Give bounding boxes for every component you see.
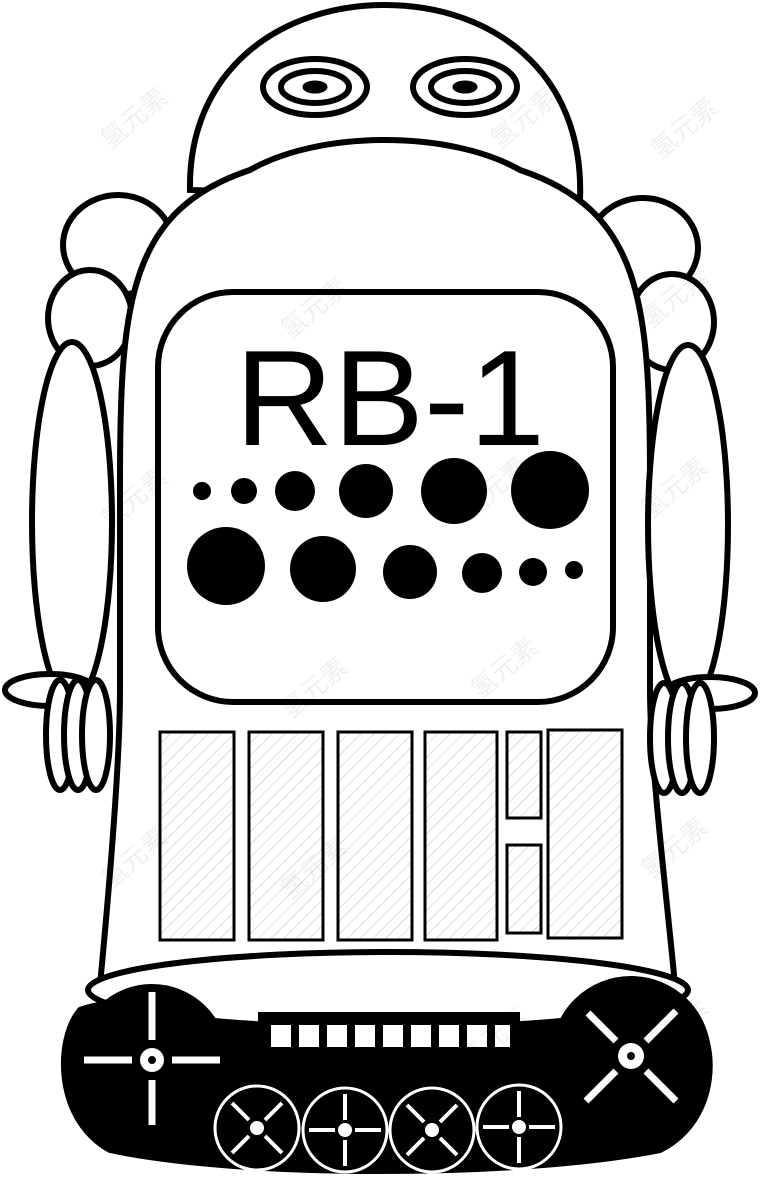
eye-left [260, 56, 370, 118]
wheel-small-2 [301, 1086, 389, 1174]
slot-panel-icon [336, 730, 414, 942]
robot-label: RB-1 [235, 322, 545, 474]
slot-panel-icon [505, 843, 543, 935]
indicator-dots-top [193, 451, 589, 529]
eye-right [410, 56, 520, 118]
arm-right [645, 342, 758, 796]
wheel-small-1 [213, 1084, 301, 1172]
svg-text:氢元素: 氢元素 [645, 92, 724, 165]
vent-bar [258, 1012, 520, 1058]
wheel-large-left [76, 984, 228, 1136]
slot-panel-icon [505, 730, 543, 820]
wheel-large-right [551, 976, 711, 1136]
wheel-small-4 [475, 1083, 563, 1171]
arm-left [2, 339, 115, 793]
slot-panel-icon [158, 730, 236, 942]
slot-panel-icon [423, 730, 499, 942]
svg-text:氢元素: 氢元素 [95, 82, 174, 155]
slot-panel-icon [546, 728, 624, 940]
slot-panels [158, 728, 624, 942]
indicator-dots-bottom [187, 527, 583, 605]
slot-panel-icon [247, 730, 325, 942]
wheel-small-3 [388, 1086, 476, 1174]
